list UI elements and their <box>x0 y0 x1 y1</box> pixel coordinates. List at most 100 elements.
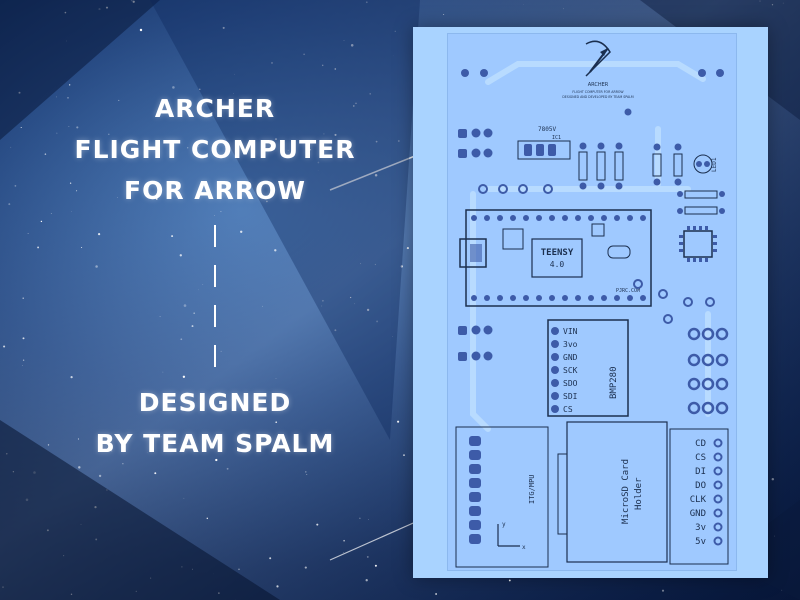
teensy-label: TEENSY <box>541 248 574 258</box>
bmp-pad <box>551 366 559 374</box>
sd-pin-cd: CD <box>695 439 706 449</box>
teensy-pin <box>536 295 542 301</box>
mounting-pads-top <box>461 69 724 77</box>
star <box>271 61 273 64</box>
star <box>139 28 143 32</box>
star <box>355 102 357 105</box>
sd-label-2: Holder <box>634 477 644 510</box>
star <box>20 127 22 128</box>
logo-subtitle-2: DESIGNED AND DEVELOPED BY TEAM SPALM <box>562 95 634 99</box>
designed-line-2: BY TEAM SPALM <box>95 429 335 458</box>
star <box>111 450 113 452</box>
star <box>21 365 23 366</box>
teensy-pin <box>471 215 477 221</box>
star <box>222 26 225 29</box>
star <box>304 566 307 569</box>
star <box>365 579 368 582</box>
imu-pad <box>469 534 481 544</box>
star <box>287 149 289 151</box>
star <box>374 263 377 266</box>
bmp-pad <box>551 392 559 400</box>
star <box>97 232 101 236</box>
star <box>171 235 174 238</box>
star <box>220 350 222 352</box>
imu-pad <box>469 450 481 460</box>
pjrc-label: PJRC.COM <box>616 288 640 294</box>
star <box>334 329 337 332</box>
led-label: LED1 <box>711 157 718 172</box>
star <box>443 13 445 16</box>
title-line-3: FOR ARROW <box>124 176 306 205</box>
logo-subtitle-1: FLIGHT COMPUTER FOR ARROW <box>572 90 624 94</box>
bmp-pin-vin: VIN <box>563 327 578 336</box>
star <box>269 557 272 560</box>
teensy-pin <box>614 295 620 301</box>
star <box>397 420 400 423</box>
right-connector-pads <box>687 327 729 415</box>
teensy-pin <box>562 295 568 301</box>
star <box>69 84 71 86</box>
star <box>198 289 199 291</box>
star <box>374 564 377 567</box>
teensy-pin <box>601 215 607 221</box>
star <box>375 140 378 143</box>
star <box>406 247 409 250</box>
star <box>306 474 308 475</box>
star <box>275 421 278 424</box>
star <box>187 147 189 149</box>
teensy-pin <box>588 295 594 301</box>
mounting-holes-mid <box>478 184 553 194</box>
star <box>3 345 6 348</box>
sd-pin-do: DO <box>695 481 706 491</box>
smd-resistors <box>677 190 725 215</box>
star <box>76 190 78 192</box>
star <box>508 579 511 582</box>
sd-pad <box>713 522 723 532</box>
star <box>78 466 81 469</box>
star <box>220 211 222 213</box>
star <box>360 263 362 265</box>
teensy-pin <box>627 215 633 221</box>
sd-pad <box>713 494 723 504</box>
star <box>182 375 186 378</box>
star <box>8 203 11 206</box>
teensy-pin <box>588 215 594 221</box>
star <box>274 249 277 252</box>
ic1-label: IC1 <box>552 135 561 141</box>
star <box>334 133 337 136</box>
bmp-pin-sdi: SDI <box>563 392 578 401</box>
star <box>317 161 320 164</box>
teensy-pin <box>523 295 529 301</box>
imu-pad <box>469 436 481 446</box>
sd-pin-cs: CS <box>695 453 706 463</box>
star <box>321 64 324 67</box>
star <box>118 99 120 101</box>
bmp-pin-gnd: GND <box>563 353 578 362</box>
axis-y-label: y <box>502 521 506 528</box>
star <box>185 443 187 445</box>
star <box>22 337 25 340</box>
star <box>22 359 25 361</box>
star <box>156 198 158 200</box>
star <box>70 375 73 379</box>
star <box>391 336 393 337</box>
teensy-pin <box>549 295 555 301</box>
star <box>71 211 72 212</box>
star <box>403 454 405 456</box>
regulator-7805 <box>517 140 571 160</box>
switch-header-2 <box>458 325 493 361</box>
pcb-layout: ARCHER FLIGHT COMPUTER FOR ARROW DESIGNE… <box>455 40 729 568</box>
star <box>179 254 182 257</box>
star <box>322 299 324 302</box>
star <box>275 378 277 379</box>
imu-chip <box>679 226 717 262</box>
teensy-module: TEENSY 4.0 PJRC.COM <box>459 209 652 307</box>
teensy-pin <box>640 295 646 301</box>
teensy-pin <box>510 215 516 221</box>
star <box>782 2 784 4</box>
bmp-label: BMP280 <box>609 366 619 399</box>
star <box>117 197 119 198</box>
star <box>95 265 98 268</box>
teensy-pin <box>549 215 555 221</box>
star <box>160 436 162 438</box>
